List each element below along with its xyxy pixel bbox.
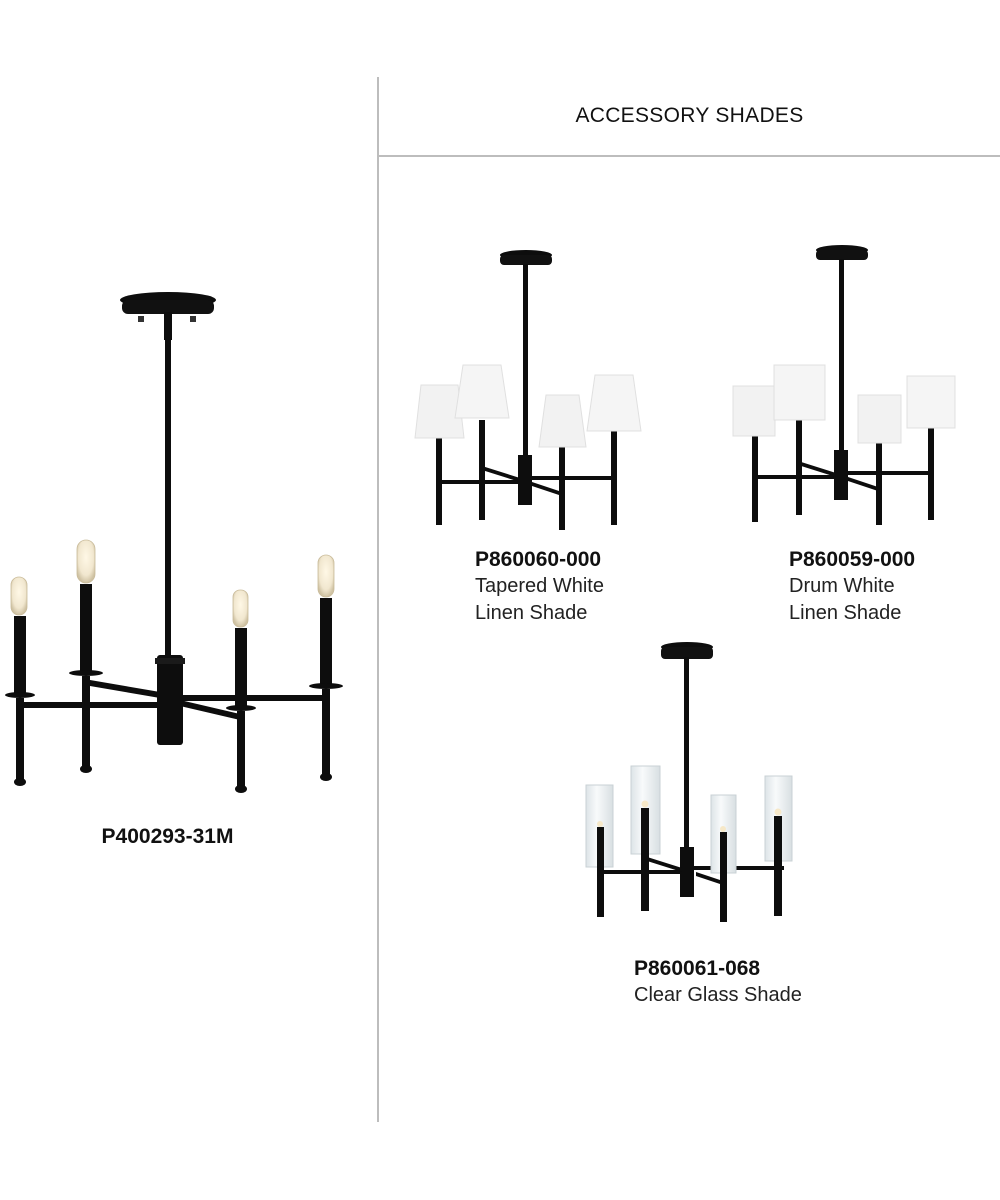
accessory-label-tapered: P860060-000 Tapered White Linen Shade: [475, 546, 604, 627]
accessory-desc: Linen Shade: [789, 602, 902, 624]
vertical-divider: [377, 77, 379, 1122]
accessory-label-glass: P860061-068 Clear Glass Shade: [634, 955, 802, 1009]
accessory-desc: Tapered White: [475, 575, 604, 597]
accessory-sku: P860061-068: [634, 957, 761, 980]
accessory-desc: Drum White: [789, 575, 895, 597]
section-divider: [379, 155, 1000, 157]
main-chandelier-image: [0, 290, 360, 800]
drum-shade-chandelier-image: [730, 245, 962, 530]
clear-glass-chandelier-image: [582, 642, 797, 922]
main-product-sku: P400293-31M: [101, 825, 234, 848]
tapered-shade-chandelier-image: [412, 250, 644, 535]
section-title: ACCESSORY SHADES: [575, 104, 804, 127]
accessory-desc: Linen Shade: [475, 602, 588, 624]
accessory-desc: Clear Glass Shade: [634, 984, 802, 1006]
main-product-label: P400293-31M: [0, 823, 335, 850]
accessory-sku: P860059-000: [789, 548, 916, 571]
accessory-label-drum: P860059-000 Drum White Linen Shade: [789, 546, 915, 627]
accessory-sku: P860060-000: [475, 548, 602, 571]
